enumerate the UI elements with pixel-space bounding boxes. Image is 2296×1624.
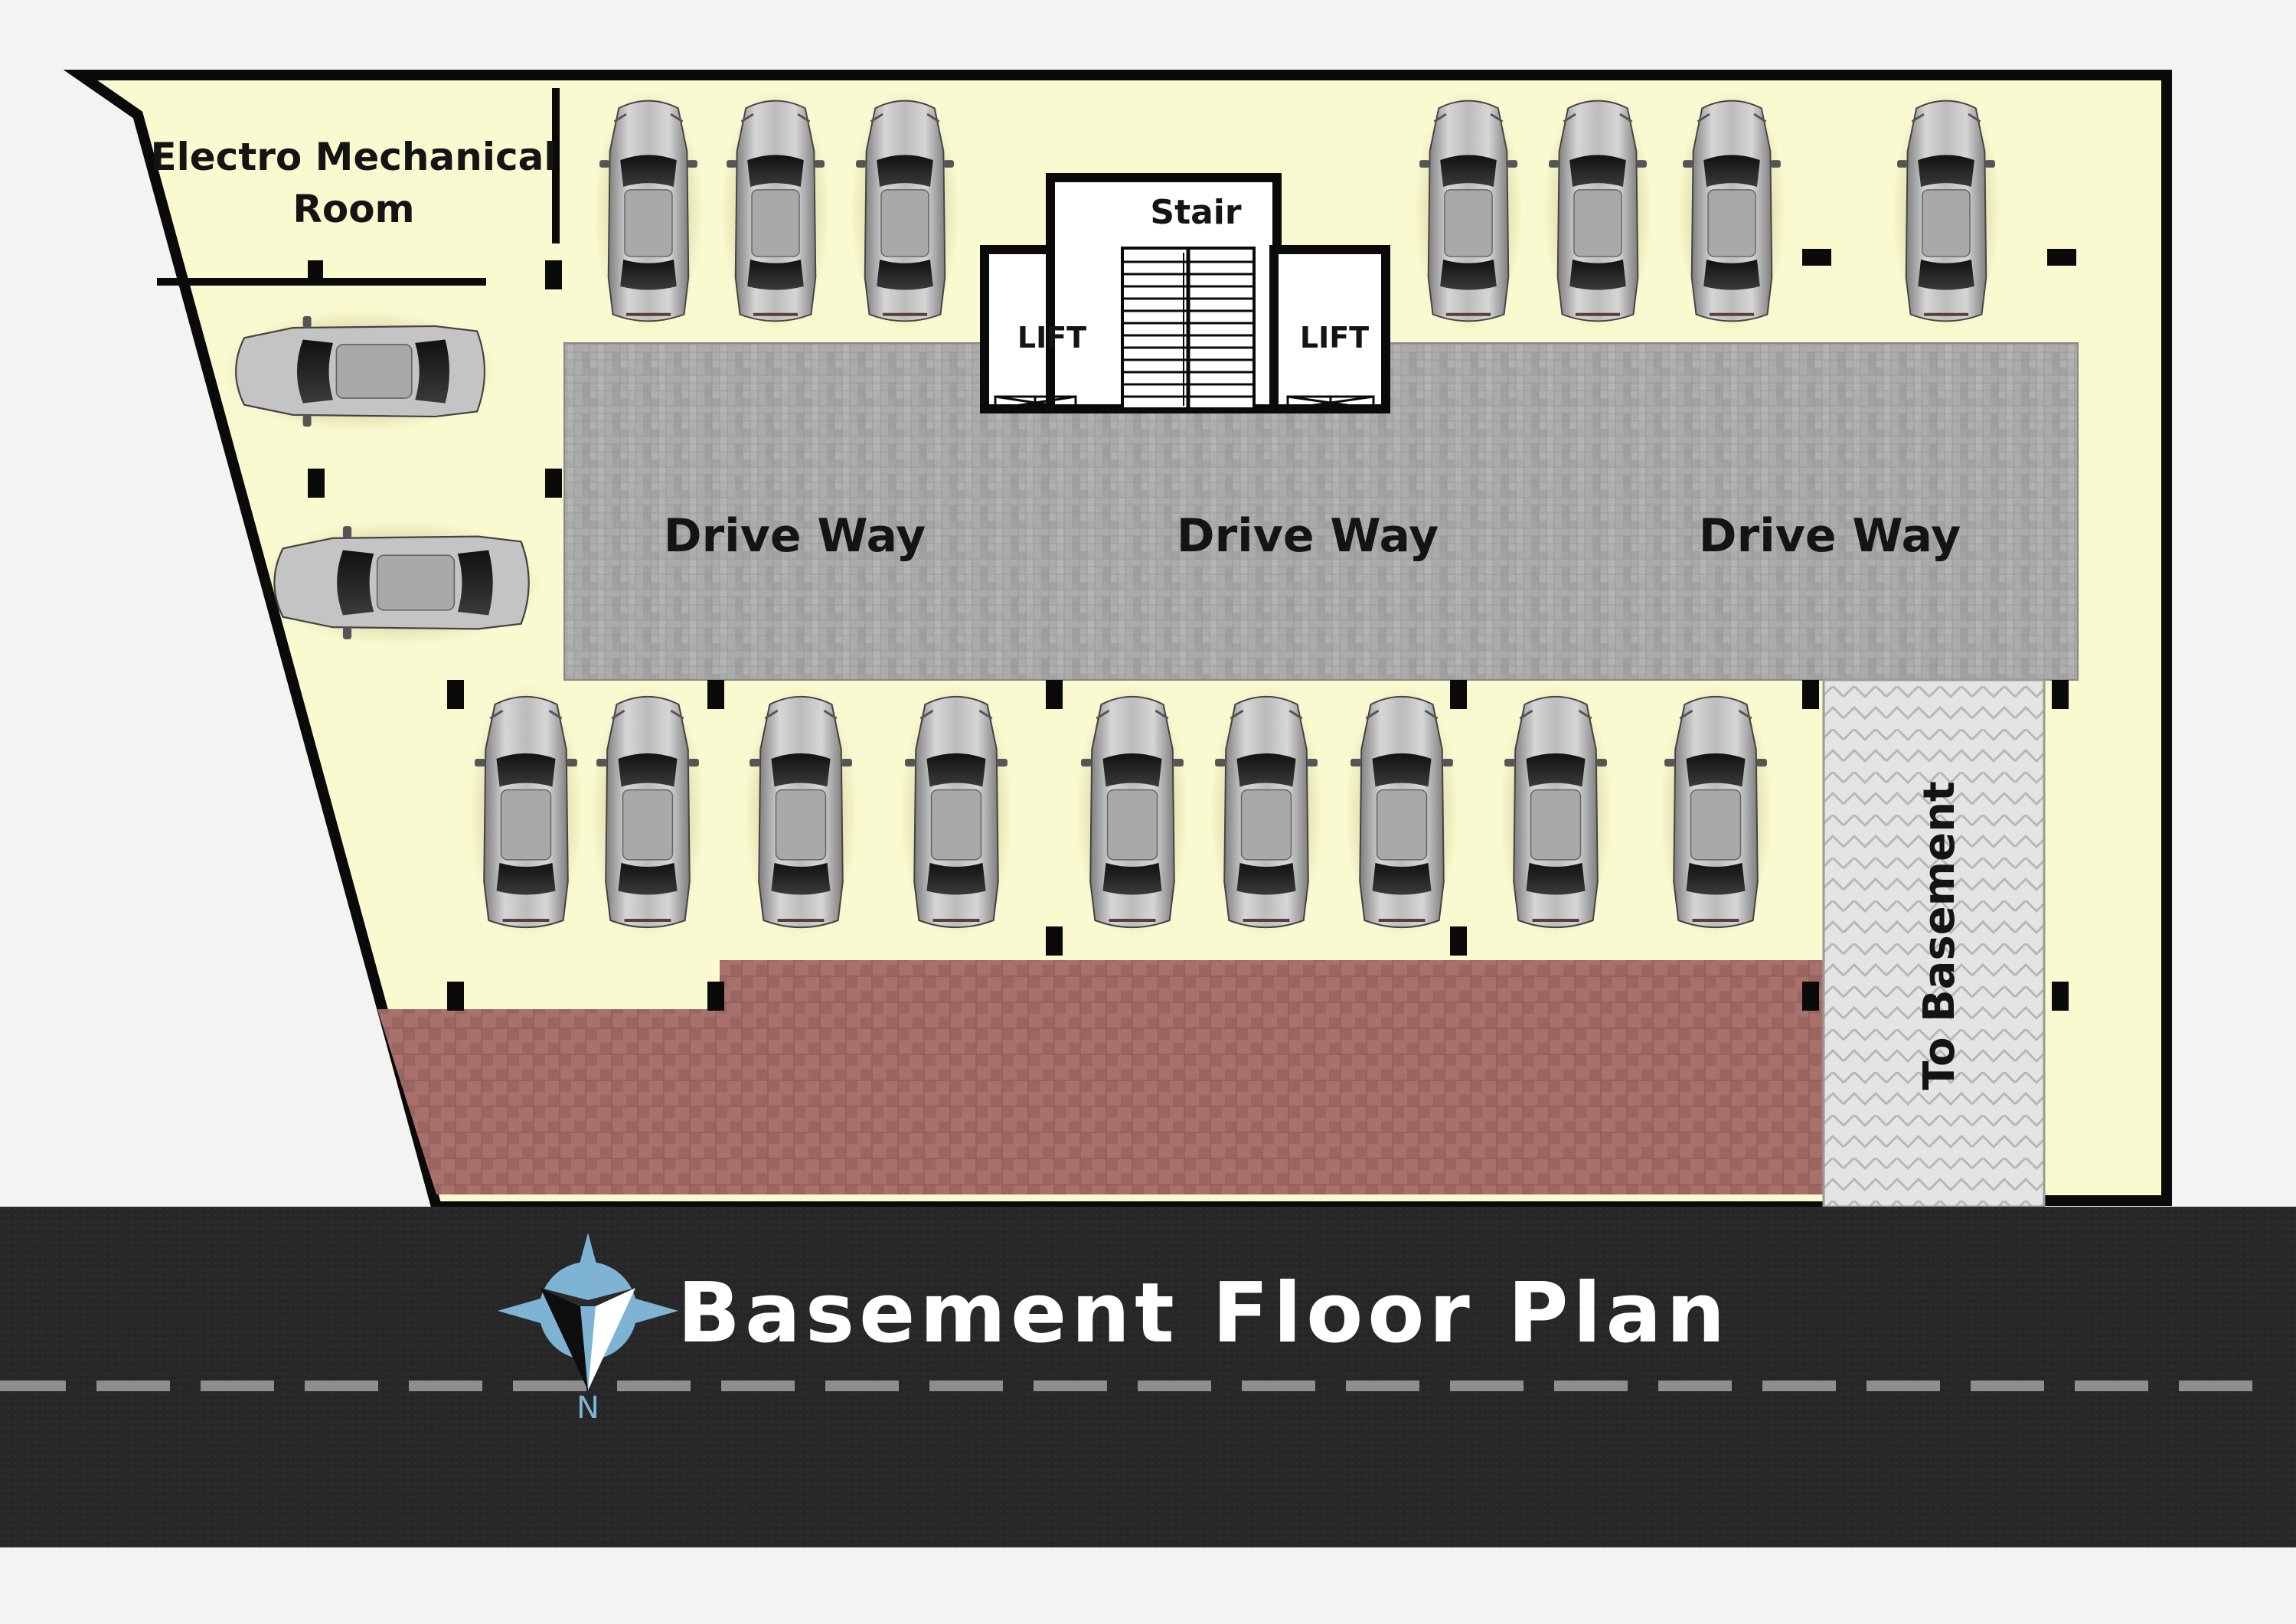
road-lane-markings bbox=[0, 1381, 2252, 1391]
road bbox=[0, 1207, 2296, 1547]
car-top-view-icon bbox=[1545, 92, 1651, 329]
column bbox=[1802, 680, 1819, 709]
north-compass-icon bbox=[498, 1233, 678, 1390]
compass-letter: N bbox=[576, 1390, 599, 1426]
ramp-to-basement bbox=[1822, 678, 2046, 1208]
car-top-view-icon bbox=[226, 312, 494, 431]
column bbox=[1450, 926, 1467, 956]
car-top-view-icon bbox=[1893, 92, 1999, 329]
car-top-view-icon bbox=[1416, 92, 1521, 329]
car-top-view-icon bbox=[1075, 683, 1190, 941]
column bbox=[1046, 926, 1063, 956]
column bbox=[545, 260, 562, 289]
lift-door-right bbox=[1286, 395, 1375, 410]
car-top-view-icon bbox=[1679, 92, 1785, 329]
column bbox=[447, 982, 464, 1011]
car-top-view-icon bbox=[899, 683, 1014, 941]
column bbox=[2052, 982, 2069, 1011]
ramp-label: To Basement bbox=[1915, 781, 1965, 1090]
car-top-view-icon bbox=[852, 92, 958, 329]
parking-bottom-row bbox=[469, 683, 1773, 941]
room-label-electro-line2: Room bbox=[292, 187, 414, 231]
car-top-view-icon bbox=[469, 683, 583, 941]
car-top-view-icon bbox=[1344, 683, 1459, 941]
column bbox=[2047, 249, 2076, 266]
column bbox=[1046, 680, 1063, 709]
column bbox=[1450, 680, 1467, 709]
columns bbox=[308, 249, 2076, 1011]
column bbox=[1802, 249, 1831, 266]
column bbox=[545, 469, 562, 498]
lift-door-left bbox=[994, 395, 1077, 410]
car-top-view-icon bbox=[1209, 683, 1324, 941]
car-top-view-icon bbox=[723, 92, 828, 329]
column bbox=[707, 982, 724, 1011]
column bbox=[1802, 982, 1819, 1011]
car-top-view-icon bbox=[1498, 683, 1613, 941]
column bbox=[308, 469, 325, 498]
lift-label-right: LIFT bbox=[1300, 321, 1369, 355]
driveway-label-3: Drive Way bbox=[1699, 509, 1961, 563]
car-top-view-icon bbox=[264, 521, 538, 645]
car-top-view-icon bbox=[1658, 683, 1773, 941]
brick-paving-area bbox=[377, 960, 1825, 1194]
stair-lift-core: Stair LIFT LIFT bbox=[980, 173, 1390, 413]
car-top-view-icon bbox=[590, 683, 705, 941]
lift-label-left: LIFT bbox=[1017, 321, 1086, 355]
car-top-view-icon bbox=[743, 683, 858, 941]
stair-label: Stair bbox=[1150, 193, 1241, 232]
column bbox=[447, 680, 464, 709]
room-label-electro-line1: Electro Mechanical bbox=[150, 135, 557, 179]
driveway-label-1: Drive Way bbox=[664, 509, 926, 563]
page-title: Basement Floor Plan bbox=[678, 1266, 1730, 1361]
column bbox=[308, 260, 323, 282]
car-top-view-icon bbox=[596, 92, 701, 329]
column bbox=[2052, 680, 2069, 709]
column bbox=[707, 680, 724, 709]
driveway-label-2: Drive Way bbox=[1177, 509, 1439, 563]
